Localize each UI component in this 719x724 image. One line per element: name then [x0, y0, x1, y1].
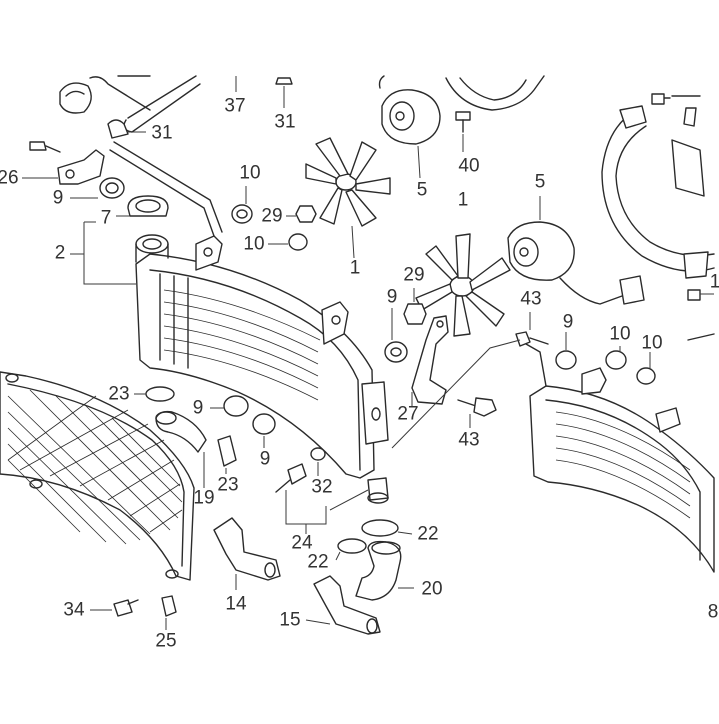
- callout-5-top: 5: [416, 179, 428, 201]
- grommet-10d: [636, 352, 656, 385]
- shroud-right: [601, 93, 715, 279]
- fan-motor-5-mid: [507, 196, 645, 305]
- leader-24: [285, 490, 327, 534]
- grommet-9d: [210, 395, 249, 417]
- grommet-9b: [384, 308, 408, 363]
- callout-9-e: 9: [259, 448, 271, 470]
- nut-29b: [403, 288, 427, 325]
- callout-10-d: 10: [641, 332, 663, 354]
- callout-1-right: 1: [709, 271, 719, 293]
- leader-2: [70, 221, 136, 285]
- callout-22-lower: 22: [307, 551, 329, 573]
- grommet-9e: [252, 413, 276, 448]
- clamp-23a: [134, 386, 175, 402]
- clamp-22a: [361, 519, 413, 537]
- callout-29-a: 29: [261, 205, 283, 227]
- callout-22-upper: 22: [417, 523, 439, 545]
- callout-23-a: 23: [108, 383, 130, 405]
- arrow-right: [687, 333, 715, 341]
- callout-5-mid: 5: [534, 171, 546, 193]
- callout-10-b: 10: [243, 233, 265, 255]
- radiator-right: [525, 343, 715, 573]
- callout-29-b: 29: [403, 264, 425, 286]
- callout-31-top: 31: [274, 111, 296, 133]
- callout-26: 26: [0, 167, 19, 189]
- hose-19: [155, 410, 207, 488]
- radiator-cap-7: [116, 195, 169, 217]
- callout-27: 27: [397, 403, 419, 425]
- leader-radiator-join: [329, 339, 521, 511]
- callout-1-mid: 1: [457, 189, 469, 211]
- nut-29a: [286, 205, 317, 223]
- callout-43-lower: 43: [458, 429, 480, 451]
- grommet-10a: [231, 186, 253, 224]
- shroud-top: [445, 75, 545, 111]
- thermo-switch-32: [275, 447, 326, 493]
- callout-14: 14: [225, 593, 247, 615]
- bolt-43b: [457, 397, 497, 428]
- clamp-31: [107, 119, 146, 139]
- callout-9-a: 9: [52, 187, 64, 209]
- callout-34: 34: [63, 599, 85, 621]
- clamp-22b: [335, 538, 367, 561]
- fan-1-top: [305, 137, 391, 259]
- fan-motor-5-top: [378, 75, 441, 179]
- grommet-10c: [605, 346, 627, 370]
- callout-31-clamp: 31: [151, 122, 173, 144]
- callout-9-b: 9: [386, 286, 398, 308]
- callout-9-d: 9: [192, 397, 204, 419]
- callout-40: 40: [458, 155, 480, 177]
- callout-10-a: 10: [239, 162, 261, 184]
- callout-37: 37: [224, 95, 246, 117]
- callout-23-b: 23: [217, 474, 239, 496]
- callout-10-c: 10: [609, 323, 631, 345]
- callout-15: 15: [279, 609, 301, 631]
- hose-20: [355, 540, 414, 601]
- callout-32: 32: [311, 476, 333, 498]
- pipe-15: [305, 575, 381, 635]
- bracket-27: [411, 315, 449, 406]
- grommet-10b: [268, 233, 308, 251]
- callout-2: 2: [54, 242, 66, 264]
- pipe-14: [213, 517, 281, 590]
- grommet-9a: [70, 177, 125, 199]
- callout-20: 20: [421, 578, 443, 600]
- bolt-40: [455, 111, 471, 152]
- fan-1-mid: [415, 233, 511, 337]
- radiator-main: [135, 234, 389, 504]
- callout-19: 19: [193, 487, 215, 509]
- hose-top-left: [59, 75, 201, 133]
- grommet-9c: [555, 332, 577, 370]
- callout-25: 25: [155, 630, 177, 652]
- callout-8: 8: [707, 601, 719, 623]
- callout-1-top: 1: [349, 257, 361, 279]
- callout-7: 7: [100, 207, 112, 229]
- bolt-26: [22, 141, 61, 179]
- bolt-43a: [515, 312, 549, 347]
- callout-43-upper: 43: [520, 288, 542, 310]
- grille-guard: [0, 371, 195, 581]
- clamp-23b: [217, 435, 237, 474]
- pipe-overflow: [109, 141, 223, 237]
- bolt-31-top: [275, 77, 293, 108]
- bracket-small: [57, 149, 105, 185]
- bolt-right: [687, 289, 714, 301]
- bolt-34: [90, 599, 139, 617]
- callout-24: 24: [291, 532, 313, 554]
- clip-25: [161, 595, 177, 630]
- callout-9-c: 9: [562, 311, 574, 333]
